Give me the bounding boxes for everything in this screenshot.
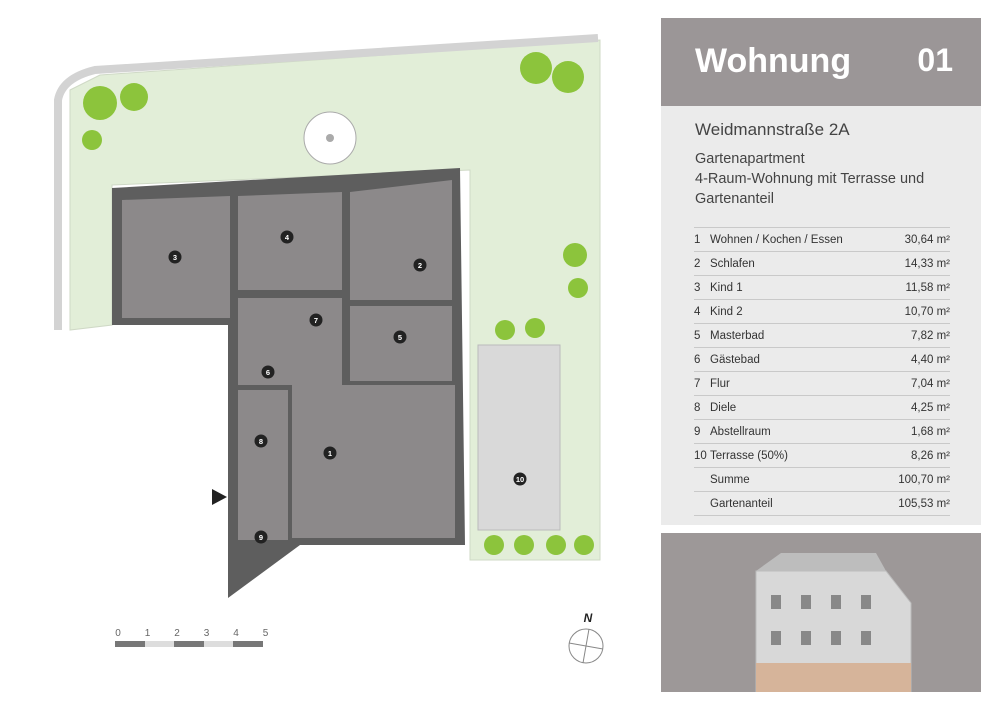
terrace: [477, 344, 561, 531]
header-title: Wohnung: [695, 42, 852, 80]
scale-tick-label: 4: [233, 628, 239, 639]
room-number: 6: [694, 353, 701, 366]
room-marker: 6: [261, 365, 275, 379]
subtitle-line: Gartenanteil: [695, 191, 774, 207]
room-number: 5: [694, 329, 701, 342]
room-number: 9: [694, 425, 701, 438]
room-area: 14,33 m²: [904, 257, 950, 270]
room-marker: 7: [309, 313, 323, 327]
room-marker: 10: [513, 472, 527, 486]
room-area: 8,26 m²: [911, 449, 950, 462]
room-area: 100,70 m²: [898, 473, 950, 486]
room-name: Masterbad: [710, 329, 765, 342]
room-name: Terrasse (50%): [710, 449, 788, 462]
scale-tick-label: 5: [263, 628, 269, 639]
room-marker: 9: [254, 530, 268, 544]
room-marker-label: 9: [259, 533, 263, 542]
room-marker-label: 5: [398, 333, 402, 342]
room-number: 3: [694, 281, 701, 294]
room-area-table: 1 Wohnen / Kochen / Essen 30,64 m² 2 Schlafe…: [694, 227, 950, 516]
room-name: Wohnen / Kochen / Essen: [710, 233, 843, 246]
room-marker: 4: [280, 230, 294, 244]
room-marker-label: 4: [285, 233, 290, 242]
room-name: Gästebad: [710, 353, 760, 366]
scale-tick-label: 0: [115, 628, 121, 639]
trees: [82, 52, 594, 555]
room-row: 7 Flur 7,04 m²: [694, 372, 950, 396]
room-row: Gartenanteil 105,53 m²: [694, 492, 950, 516]
scale-tick-label: 3: [204, 628, 210, 639]
scale-bar: [115, 641, 263, 647]
room-name: Kind 1: [710, 281, 743, 294]
room-row: 8 Diele 4,25 m²: [694, 396, 950, 420]
room-row: 9 Abstellraum 1,68 m²: [694, 420, 950, 444]
room-marker: 8: [254, 434, 268, 448]
north-label: N: [584, 611, 593, 625]
apartment-number: 01: [917, 42, 953, 78]
room-area: 10,70 m²: [904, 305, 950, 318]
room-area: 7,82 m²: [911, 329, 950, 342]
room-area: 11,58 m²: [905, 281, 950, 294]
room-number: 4: [694, 305, 701, 318]
room-area: 105,53 m²: [898, 497, 950, 510]
room-name: Kind 2: [710, 305, 743, 318]
room-row: 6 Gästebad 4,40 m²: [694, 348, 950, 372]
room-name: Schlafen: [710, 257, 755, 270]
room-marker-label: 10: [516, 475, 524, 484]
room-name: Gartenanteil: [710, 497, 773, 510]
room-name: Abstellraum: [710, 425, 771, 438]
room-number: 10: [694, 449, 707, 462]
compass-icon: [568, 628, 604, 664]
room-row: 3 Kind 1 11,58 m²: [694, 276, 950, 300]
room-number: 7: [694, 377, 701, 390]
room-number: 2: [694, 257, 701, 270]
room-marker: 5: [393, 330, 407, 344]
scale-tick-label: 1: [145, 628, 151, 639]
room-area: 30,64 m²: [904, 233, 950, 246]
scale-tick-label: 2: [174, 628, 180, 639]
floor-plan: 1 2 3 4 5 6 7 8 9 10 0 1 2 3 4 5 N: [54, 34, 604, 664]
room-marker-label: 3: [173, 253, 177, 262]
room-marker-label: 8: [259, 437, 263, 446]
room-row: 5 Masterbad 7,82 m²: [694, 324, 950, 348]
room-name: Diele: [710, 401, 737, 414]
room-name: Flur: [710, 377, 730, 390]
room-area: 7,04 m²: [911, 377, 950, 390]
garden-wall: [54, 34, 599, 330]
room-row: Summe 100,70 m²: [694, 468, 950, 492]
room-number: 1: [694, 233, 701, 246]
room-marker-label: 6: [266, 368, 270, 377]
room-row: 4 Kind 2 10,70 m²: [694, 300, 950, 324]
room-marker: 3: [168, 250, 182, 264]
address: Weidmannstraße 2A: [695, 120, 850, 139]
subtitle: Gartenapartment 4-Raum-Wohnung mit Terra…: [695, 149, 975, 209]
room-area: 1,68 m²: [911, 425, 950, 438]
room-marker-label: 2: [418, 261, 422, 270]
room-number: 8: [694, 401, 701, 414]
entrance-arrow-icon: [212, 489, 227, 505]
room-name: Summe: [710, 473, 750, 486]
subtitle-line: Gartenapartment: [695, 151, 805, 167]
building-elevation-image: [661, 533, 981, 693]
spiral-stair: [303, 111, 357, 165]
room-marker: 2: [413, 258, 427, 272]
room-marker-label: 7: [314, 316, 318, 325]
room-marker-label: 1: [328, 449, 332, 458]
info-panel: Weidmannstraße 2A Gartenapartment 4-Raum…: [661, 106, 981, 525]
room-marker: 1: [323, 446, 337, 460]
room-row: 2 Schlafen 14,33 m²: [694, 252, 950, 276]
apartment-header: Wohnung 01: [661, 18, 981, 106]
subtitle-line: 4-Raum-Wohnung mit Terrasse und: [695, 171, 925, 187]
room-area: 4,40 m²: [911, 353, 950, 366]
room-row: 1 Wohnen / Kochen / Essen 30,64 m²: [694, 228, 950, 252]
room-area: 4,25 m²: [911, 401, 950, 414]
